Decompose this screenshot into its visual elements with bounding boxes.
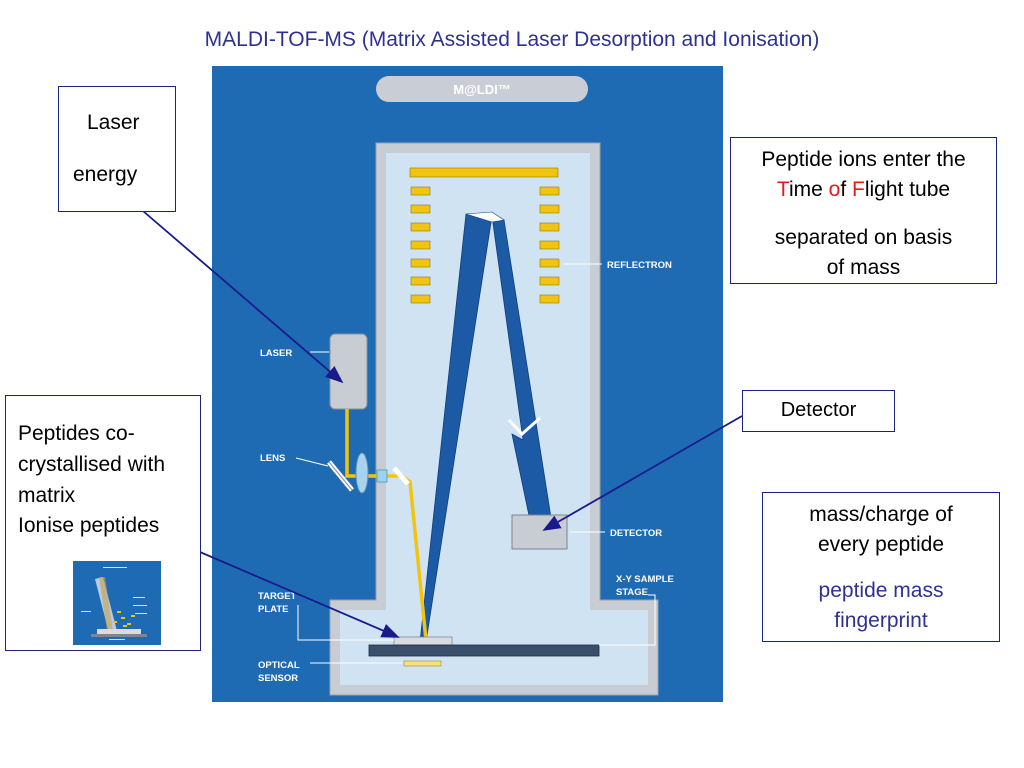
xy-sample-stage [368,644,600,657]
tof-letter-t: T [776,178,789,201]
reflectron-plates-right [539,186,560,304]
peptides-line4: Ionise peptides [18,514,160,537]
arrow-laser-energy [142,210,344,384]
label-target-line2: PLATE [258,604,288,615]
crystal-inset-image [73,561,161,645]
label-optical-line1: OPTICAL [258,660,300,671]
lens [355,452,369,494]
callout-detector: Detector [742,390,895,432]
label-optical-line2: SENSOR [258,673,298,684]
tof-line2: Time of Flight tube [731,178,996,202]
tof-f: f [840,178,853,201]
reflectron-plates-left [410,186,431,304]
tof-letter-o: o [828,178,841,201]
brand-label: M@LDI™ [453,82,510,97]
lens-target-square [376,469,388,483]
callout-mass-charge: mass/charge of every peptide peptide mas… [762,492,1000,642]
mass-line4: fingerprint [834,609,928,632]
page-title: MALDI-TOF-MS (Matrix Assisted Laser Deso… [204,28,820,51]
label-detector: DETECTOR [610,528,662,539]
optical-sensor [403,660,442,667]
mirror-right [392,466,410,486]
beam-fold [465,211,505,223]
label-lens: LENS [260,453,285,464]
tof-light: light tube [864,178,951,201]
tof-letter-f: F [852,178,865,201]
arrow-peptides [171,539,400,638]
detector-block [511,514,568,550]
callout-time-of-flight: Peptide ions enter the Time of Flight tu… [730,137,997,284]
brand-pill [376,76,588,102]
mass-line2: every peptide [817,533,945,556]
mass-line3: peptide mass [818,579,944,602]
mirror-left-edge [328,461,353,491]
label-xy-stage-line2: STAGE [616,587,648,598]
arrow-detector [542,415,743,531]
peptides-line3: matrix [18,484,76,507]
beam-kink [507,416,541,437]
tof-ime: ime [788,178,829,201]
target-plate [393,636,453,646]
label-laser: LASER [260,348,292,359]
callout-laser-energy: Laser energy [58,86,176,212]
laser-unit [329,333,368,410]
detector-text: Detector [780,399,857,421]
instrument-label-leaders [295,263,656,664]
tof-line4: of mass [826,256,901,279]
label-xy-stage-line1: X-Y SAMPLE [616,574,674,585]
peptides-line2: crystallised with [18,453,166,476]
laser-energy-line2: energy [73,163,138,186]
laser-energy-line1: Laser [87,111,140,134]
peptides-line1: Peptides co- [18,422,135,445]
label-reflectron: REFLECTRON [607,260,672,271]
label-target-line1: TARGET [258,591,297,602]
mass-line1: mass/charge of [809,503,953,526]
tof-line3: separated on basis [774,226,953,249]
callout-peptides: Peptides co- crystallised with matrix Io… [5,395,201,651]
reflectron-top-bar [409,167,559,178]
tof-line1: Peptide ions enter the [761,148,966,171]
